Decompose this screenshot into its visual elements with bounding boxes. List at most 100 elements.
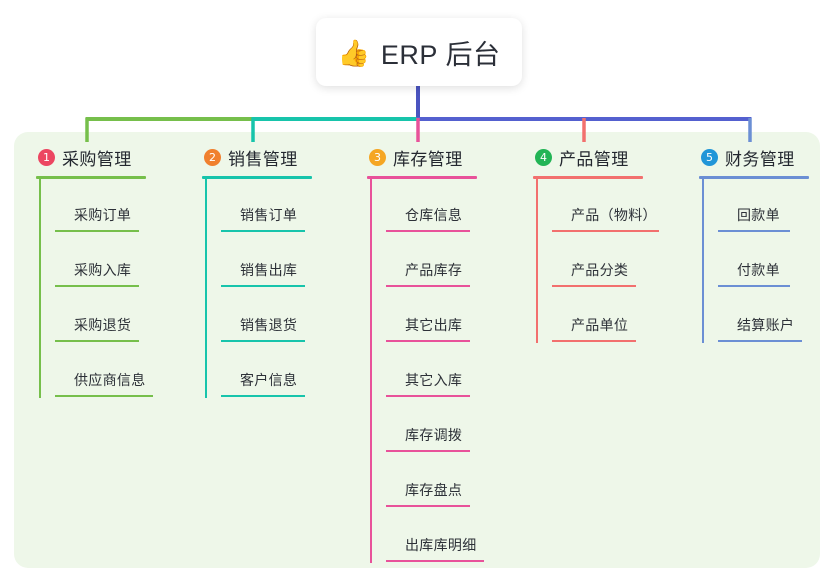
branch-item-label: 销售退货 bbox=[240, 317, 298, 333]
branch-column-5[interactable]: 5 财务管理回款单付款单结算账户 bbox=[699, 144, 839, 344]
branch-item[interactable]: 供应商信息 bbox=[52, 344, 186, 399]
branch-item-list: 产品（物料） 产品分类产品单位 bbox=[533, 179, 683, 344]
branch-item-underline bbox=[718, 285, 790, 287]
branch-title: 库存管理 bbox=[393, 149, 463, 169]
branch-item-underline bbox=[386, 340, 470, 342]
branch-item[interactable]: 库存调拨 bbox=[383, 399, 517, 454]
branch-title: 采购管理 bbox=[62, 149, 132, 169]
branch-item[interactable]: 产品（物料） bbox=[549, 179, 683, 234]
branch-item[interactable]: 其它入库 bbox=[383, 344, 517, 399]
branch-header-2[interactable]: 2 销售管理 bbox=[202, 144, 352, 170]
branch-item[interactable]: 销售退货 bbox=[218, 289, 352, 344]
branch-spine bbox=[39, 179, 41, 398]
branch-item-underline bbox=[221, 340, 305, 342]
branch-item-underline bbox=[386, 395, 470, 397]
branch-item-underline bbox=[386, 505, 470, 507]
branch-underline bbox=[202, 176, 312, 179]
branch-item-label: 库存调拨 bbox=[405, 427, 463, 443]
branch-number-badge: 3 bbox=[369, 148, 386, 166]
diagram-background-panel bbox=[14, 132, 820, 568]
branch-underline bbox=[533, 176, 643, 179]
branch-item[interactable]: 销售出库 bbox=[218, 234, 352, 289]
branch-item-label: 销售出库 bbox=[240, 262, 298, 278]
branch-item-underline bbox=[55, 395, 153, 397]
branch-item[interactable]: 产品单位 bbox=[549, 289, 683, 344]
branch-header-5[interactable]: 5 财务管理 bbox=[699, 144, 839, 170]
branch-header-4[interactable]: 4 产品管理 bbox=[533, 144, 683, 170]
branch-item[interactable]: 产品分类 bbox=[549, 234, 683, 289]
branch-item-label: 库存盘点 bbox=[405, 482, 463, 498]
branch-column-2[interactable]: 2 销售管理销售订单销售出库销售退货客户信息 bbox=[202, 144, 352, 399]
branch-item-underline bbox=[55, 340, 139, 342]
branch-item[interactable]: 库存盘点 bbox=[383, 454, 517, 509]
branch-item[interactable]: 采购订单 bbox=[52, 179, 186, 234]
branch-item-label: 产品库存 bbox=[405, 262, 463, 278]
branch-item-underline bbox=[386, 560, 484, 562]
branch-item-underline bbox=[221, 285, 305, 287]
branch-underline bbox=[699, 176, 809, 179]
root-node-erp-backend[interactable]: 👍 ERP 后台 bbox=[316, 18, 522, 86]
branch-item-underline bbox=[221, 395, 305, 397]
branch-item-underline bbox=[55, 285, 139, 287]
branch-item-list: 采购订单采购入库采购退货供应商信息 bbox=[36, 179, 186, 399]
branch-title: 销售管理 bbox=[228, 149, 298, 169]
branch-title: 产品管理 bbox=[559, 149, 629, 169]
branch-item-label: 产品单位 bbox=[571, 317, 629, 333]
root-node-title: ERP 后台 bbox=[380, 39, 501, 70]
branch-item[interactable]: 其它出库 bbox=[383, 289, 517, 344]
branch-item-label: 出库库明细 bbox=[405, 537, 477, 553]
branch-item-list: 销售订单销售出库销售退货客户信息 bbox=[202, 179, 352, 399]
branch-item[interactable]: 回款单 bbox=[715, 179, 839, 234]
branch-item-label: 采购订单 bbox=[74, 207, 132, 223]
branch-item-label: 客户信息 bbox=[240, 372, 298, 388]
branch-spine bbox=[205, 179, 207, 398]
branch-item-label: 其它入库 bbox=[405, 372, 463, 388]
branch-spine bbox=[536, 179, 538, 343]
branch-header-3[interactable]: 3 库存管理 bbox=[367, 144, 517, 170]
branch-item[interactable]: 付款单 bbox=[715, 234, 839, 289]
branch-item[interactable]: 采购退货 bbox=[52, 289, 186, 344]
branch-title: 财务管理 bbox=[725, 149, 795, 169]
branch-item[interactable]: 结算账户 bbox=[715, 289, 839, 344]
branch-column-1[interactable]: 1 采购管理采购订单采购入库采购退货供应商信息 bbox=[36, 144, 186, 399]
branch-item-label: 产品分类 bbox=[571, 262, 629, 278]
branch-item-label: 销售订单 bbox=[240, 207, 298, 223]
branch-item-underline bbox=[552, 285, 636, 287]
branch-number-badge: 5 bbox=[701, 148, 718, 166]
branch-item-label: 付款单 bbox=[737, 262, 780, 278]
branch-item-underline bbox=[55, 230, 139, 232]
branch-item-underline bbox=[552, 230, 659, 232]
branch-column-3[interactable]: 3 库存管理仓库信息产品库存其它出库其它入库库存调拨库存盘点出库库明细 bbox=[367, 144, 517, 564]
branch-item-underline bbox=[552, 340, 636, 342]
branch-item-label: 仓库信息 bbox=[405, 207, 463, 223]
branch-header-1[interactable]: 1 采购管理 bbox=[36, 144, 186, 170]
branch-item-label: 采购入库 bbox=[74, 262, 132, 278]
branch-item[interactable]: 仓库信息 bbox=[383, 179, 517, 234]
branch-item[interactable]: 客户信息 bbox=[218, 344, 352, 399]
branch-item-label: 供应商信息 bbox=[74, 372, 146, 388]
branch-item-label: 产品（物料） bbox=[571, 207, 657, 223]
branch-item-underline bbox=[718, 340, 802, 342]
branch-spine bbox=[702, 179, 704, 343]
branch-item[interactable]: 销售订单 bbox=[218, 179, 352, 234]
branch-item-list: 仓库信息产品库存其它出库其它入库库存调拨库存盘点出库库明细 bbox=[367, 179, 517, 564]
branch-number-badge: 2 bbox=[204, 148, 221, 166]
branch-number-badge: 4 bbox=[535, 148, 552, 166]
branch-item-underline bbox=[386, 285, 470, 287]
branch-item-label: 回款单 bbox=[737, 207, 780, 223]
branch-item[interactable]: 出库库明细 bbox=[383, 509, 517, 564]
branch-item[interactable]: 采购入库 bbox=[52, 234, 186, 289]
branch-item-label: 采购退货 bbox=[74, 317, 132, 333]
branch-number-badge: 1 bbox=[38, 148, 55, 166]
branch-item-underline bbox=[221, 230, 305, 232]
thumbs-up-icon: 👍 bbox=[337, 38, 370, 68]
branch-column-4[interactable]: 4 产品管理产品（物料） 产品分类产品单位 bbox=[533, 144, 683, 344]
branch-item[interactable]: 产品库存 bbox=[383, 234, 517, 289]
branch-item-underline bbox=[718, 230, 790, 232]
branch-underline bbox=[367, 176, 477, 179]
branch-item-underline bbox=[386, 450, 470, 452]
branch-spine bbox=[370, 179, 372, 563]
branch-item-label: 结算账户 bbox=[737, 317, 795, 333]
branch-underline bbox=[36, 176, 146, 179]
